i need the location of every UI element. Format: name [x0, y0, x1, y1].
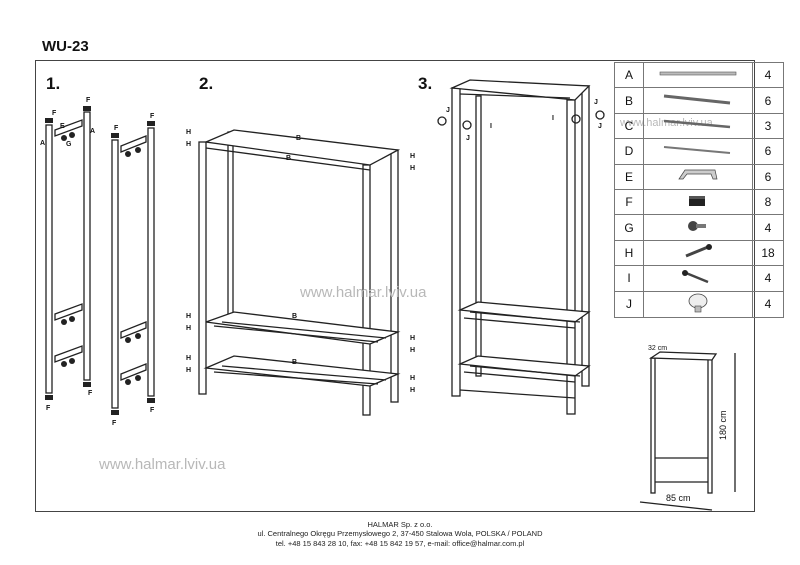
svg-text:A: A: [90, 128, 95, 135]
part-row-c: C 3: [614, 112, 784, 140]
width-label: 85 cm: [666, 493, 691, 503]
svg-text:B: B: [292, 359, 297, 366]
part-letter: A: [614, 61, 644, 89]
svg-text:H: H: [186, 325, 191, 332]
depth-label: 32 cm: [648, 345, 667, 352]
step-1-label: 1.: [46, 74, 61, 93]
bolt-icon: [682, 269, 709, 283]
svg-text:J: J: [446, 107, 450, 114]
svg-text:H: H: [186, 355, 191, 362]
svg-text:E: E: [60, 123, 65, 130]
footer-address: ul. Centralnego Okręgu Przemysłowego 2, …: [257, 529, 543, 539]
part-row-i: I 4: [614, 265, 784, 292]
part-qty: 4: [752, 214, 784, 241]
foot-pad-icon: [689, 195, 705, 206]
part-letter: H: [614, 239, 644, 267]
svg-text:J: J: [594, 99, 598, 106]
step-3-label: 3.: [418, 74, 433, 93]
bar-icon: [663, 94, 731, 105]
part-qty: 4: [752, 290, 784, 318]
part-letter: J: [614, 290, 644, 318]
footer-company: HALMAR Sp. z o.o.: [367, 520, 433, 529]
step-2-frame: [198, 129, 401, 416]
svg-text:F: F: [112, 420, 117, 427]
part-row-g: G 4: [614, 214, 784, 241]
part-qty: 8: [752, 188, 784, 216]
svg-text:F: F: [86, 97, 91, 104]
svg-text:F: F: [46, 405, 51, 412]
bar-icon: [663, 120, 731, 129]
part-row-d: D 6: [614, 138, 784, 165]
part-row-j: J 4: [614, 290, 784, 318]
part-qty: 4: [752, 265, 784, 292]
svg-text:I: I: [552, 115, 554, 122]
long-bar-icon: [659, 71, 737, 76]
step-1-feet: [45, 106, 155, 415]
part-markers: AA FF EG FF FF FF HH HH HH HH HH HH BB B…: [40, 97, 602, 427]
part-qty: 6: [752, 138, 784, 165]
svg-text:H: H: [186, 129, 191, 136]
svg-text:J: J: [466, 135, 470, 142]
part-letter: B: [614, 87, 644, 114]
hook-icon: [688, 293, 708, 312]
svg-text:J: J: [598, 123, 602, 130]
part-letter: D: [614, 138, 644, 165]
part-qty: 4: [752, 61, 784, 89]
part-qty: 18: [752, 239, 784, 267]
svg-text:H: H: [186, 141, 191, 148]
part-letter: F: [614, 188, 644, 216]
dimension-drawing: [639, 351, 736, 511]
svg-text:H: H: [410, 375, 415, 382]
part-row-e: E 6: [614, 163, 784, 190]
part-qty: 3: [752, 112, 784, 140]
svg-text:B: B: [286, 155, 291, 162]
svg-text:B: B: [296, 135, 301, 142]
footer-contact: tel. +48 15 843 28 10, fax: +48 15 842 1…: [275, 538, 525, 548]
svg-text:G: G: [66, 141, 72, 148]
height-label: 180 cm: [718, 410, 728, 440]
svg-text:H: H: [410, 387, 415, 394]
part-letter: I: [614, 265, 644, 292]
step-1-uprights: [45, 111, 155, 409]
step-3-rack: [437, 79, 605, 415]
watermark-center: www.halmar.lviv.ua: [300, 284, 427, 301]
svg-text:F: F: [52, 110, 57, 117]
svg-text:F: F: [88, 390, 93, 397]
step-2-label: 2.: [199, 74, 214, 93]
svg-text:H: H: [186, 367, 191, 374]
svg-text:F: F: [150, 407, 155, 414]
svg-text:F: F: [150, 113, 155, 120]
part-row-h: H 18: [614, 239, 784, 267]
part-letter: E: [614, 163, 644, 190]
svg-text:H: H: [410, 347, 415, 354]
bar-icon: [663, 145, 731, 154]
part-qty: 6: [752, 163, 784, 190]
document-title: WU-23: [42, 38, 89, 55]
svg-text:I: I: [490, 123, 492, 130]
bolt-icon: [685, 244, 712, 258]
svg-text:A: A: [40, 140, 45, 147]
part-letter: G: [614, 214, 644, 241]
bracket-icon: [678, 169, 718, 180]
footer: HALMAR Sp. z o.o. ul. Centralnego Okręgu…: [0, 520, 800, 548]
part-row-b: B 6: [614, 87, 784, 114]
part-letter: C: [614, 112, 644, 140]
svg-text:H: H: [410, 165, 415, 172]
part-qty: 6: [752, 87, 784, 114]
svg-text:H: H: [186, 313, 191, 320]
svg-text:F: F: [114, 125, 119, 132]
screw-icon: [688, 221, 706, 232]
part-row-f: F 8: [614, 188, 784, 216]
parts-table: A 4 B 6 C 3 D 6 E 6 F 8 G 4 H 18 I 4: [614, 61, 784, 318]
part-row-a: A 4: [614, 61, 784, 89]
watermark-bottom: www.halmar.lviv.ua: [99, 456, 226, 473]
svg-text:H: H: [410, 335, 415, 342]
svg-text:H: H: [410, 153, 415, 160]
svg-text:B: B: [292, 313, 297, 320]
